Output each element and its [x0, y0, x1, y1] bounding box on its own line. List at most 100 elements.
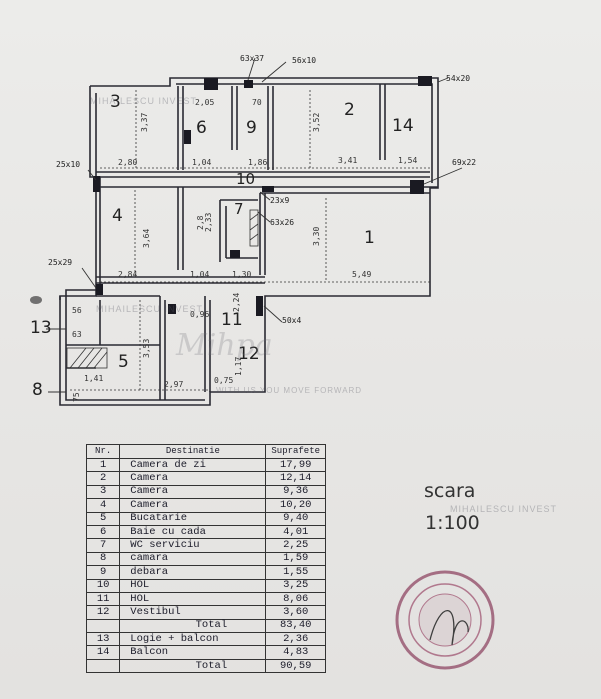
cell-surface: 1,55 — [265, 565, 326, 580]
cell-nr: 2 — [85, 471, 121, 486]
dimension-label: 2,33 — [204, 212, 213, 232]
room-label: 1 — [364, 228, 375, 248]
room-label: 2 — [344, 100, 355, 120]
dimension-label: 1,86 — [248, 158, 268, 167]
room-label: 8 — [32, 380, 43, 400]
cell-nr — [85, 658, 121, 674]
room-label: 10 — [236, 170, 256, 188]
scale-value: 1:100 — [425, 512, 480, 534]
cell-nr: 4 — [85, 498, 121, 513]
scale-title: scara — [424, 480, 476, 502]
element-tag: 56x10 — [292, 56, 317, 65]
cell-surface: 3,25 — [265, 578, 326, 593]
cell-nr: 11 — [85, 591, 121, 607]
cell-surface: 8,06 — [265, 591, 326, 607]
cell-surface: 9,40 — [265, 511, 326, 526]
room-label: 12 — [238, 344, 260, 364]
room-label: 5 — [118, 352, 129, 372]
dimension-label: 1,04 — [192, 158, 212, 167]
room-label: 9 — [246, 118, 257, 138]
element-tag: 63x26 — [270, 218, 295, 227]
cell-surface: 12,14 — [265, 471, 326, 486]
cell-destination: Camera de zi — [119, 457, 267, 473]
cell-surface: 9,36 — [265, 484, 326, 500]
cell-destination: Vestibul — [119, 605, 267, 620]
dimension-label: 2,84 — [118, 270, 138, 279]
dimension-label: 0,96 — [190, 310, 210, 319]
cell-surface: 83,40 — [265, 618, 326, 634]
element-tag: 69x22 — [452, 158, 477, 167]
dimension-label: 70 — [252, 98, 262, 107]
cell-surface: 1,59 — [265, 551, 326, 567]
dimension-label: 3,52 — [312, 112, 321, 132]
watermark-logo: Mihpa — [176, 328, 273, 363]
dimension-label: 75 — [72, 392, 81, 402]
watermark-text: MIHAILESCU INVEST — [450, 504, 558, 514]
cell-nr — [85, 618, 121, 634]
cell-destination: Total — [119, 618, 267, 634]
cell-surface: 3,60 — [265, 605, 326, 620]
dimension-label: 1,30 — [232, 270, 252, 279]
element-tag: 63x37 — [240, 54, 265, 63]
room-label: 11 — [221, 310, 243, 330]
element-tag: 25x10 — [56, 160, 81, 169]
column-header-nr: Nr. — [85, 444, 121, 459]
dimension-label: 3,37 — [140, 112, 149, 132]
dimension-label: 1,41 — [84, 374, 104, 383]
dimension-label: 2,97 — [164, 380, 184, 389]
element-tag: 23x9 — [270, 196, 290, 205]
cell-destination: Camera — [119, 498, 267, 513]
table-header-row: Nr. Destinatie Suprafete — [85, 444, 326, 459]
cell-nr: 8 — [85, 551, 121, 567]
room-label: 13 — [30, 318, 52, 338]
cell-nr: 14 — [85, 645, 121, 660]
cell-surface: 4,83 — [265, 645, 326, 660]
room-label: 3 — [110, 92, 121, 112]
room-label: 7 — [234, 200, 244, 218]
cell-destination: Bucatarie — [119, 511, 267, 526]
cell-surface: 10,20 — [265, 498, 326, 513]
dimension-label: 2,24 — [232, 292, 241, 312]
watermark-tagline: WITH US YOU MOVE FORWARD — [216, 386, 363, 395]
dimension-label: 56 — [72, 306, 82, 315]
room-label: 14 — [392, 116, 414, 136]
dimension-label: 3,41 — [338, 156, 358, 165]
dimension-label: 63 — [72, 330, 82, 339]
cell-nr: 12 — [85, 605, 121, 620]
cell-nr: 3 — [85, 484, 121, 500]
element-tag: 50x4 — [282, 316, 302, 325]
cell-surface: 2,36 — [265, 632, 326, 647]
cell-destination: WC serviciu — [119, 538, 267, 553]
pillar — [204, 78, 218, 90]
cell-destination: HOL — [119, 591, 267, 607]
cell-destination: Logie + balcon — [119, 632, 267, 647]
column-header-surface: Suprafete — [265, 444, 326, 459]
dimension-label: 0,75 — [214, 376, 234, 385]
cell-destination: camara — [119, 551, 267, 567]
cell-nr: 9 — [85, 565, 121, 580]
dimension-label: 2,80 — [118, 158, 138, 167]
element-tag: 54x20 — [446, 74, 471, 83]
cell-nr: 1 — [85, 457, 121, 473]
cell-destination: Balcon — [119, 645, 267, 660]
dimension-label: 3,30 — [312, 226, 321, 246]
official-stamp — [395, 570, 495, 670]
dimension-label: 2,05 — [195, 98, 215, 107]
cell-nr: 6 — [85, 524, 121, 540]
watermark-text: MIHAILESCU INVEST — [90, 96, 198, 106]
